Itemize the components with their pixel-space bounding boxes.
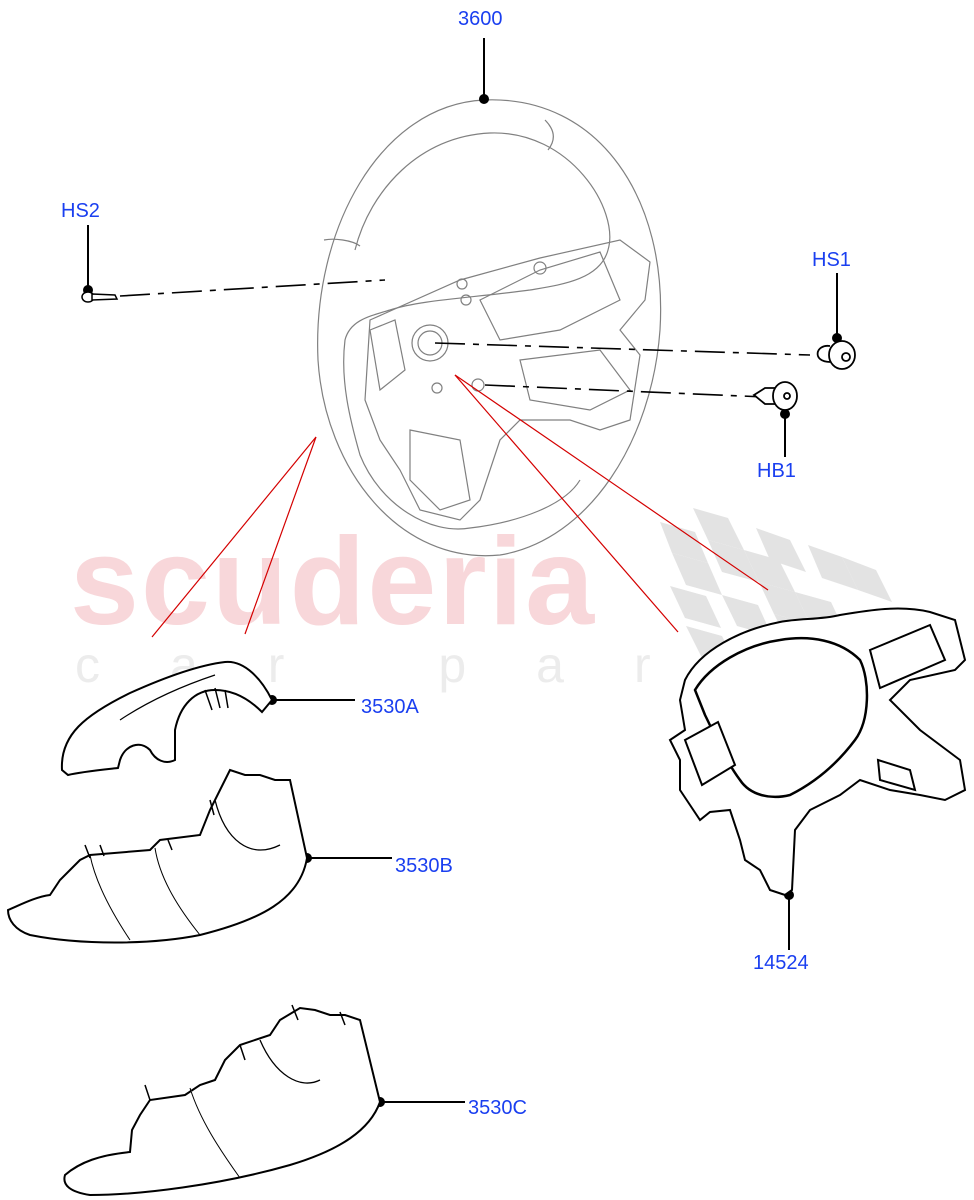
- callout-3530b[interactable]: 3530B: [395, 855, 453, 877]
- guide-lines: [151, 374, 769, 638]
- callout-hs2[interactable]: HS2: [61, 200, 100, 222]
- steering-wheel-bezel[interactable]: [668, 607, 967, 897]
- callout-3530a[interactable]: 3530A: [361, 696, 419, 718]
- screw-hs2[interactable]: [81, 291, 119, 303]
- checkered-flag-watermark: [660, 508, 892, 668]
- screw-hs1[interactable]: [816, 340, 856, 370]
- column-shroud-lower-alt[interactable]: [63, 1004, 382, 1197]
- callout-hs1[interactable]: HS1: [812, 249, 851, 271]
- callout-hb1[interactable]: HB1: [757, 460, 796, 482]
- watermark-scuderia: scuderia: [70, 513, 597, 651]
- callout-14524[interactable]: 14524: [753, 952, 809, 974]
- bolt-hb1[interactable]: [752, 381, 798, 411]
- assembly-lines: [119, 279, 811, 398]
- column-shroud-lower[interactable]: [6, 768, 309, 944]
- callout-3530c[interactable]: 3530C: [468, 1097, 527, 1119]
- steering-wheel[interactable]: [317, 99, 662, 557]
- callout-3600[interactable]: 3600: [458, 8, 503, 30]
- column-shroud-upper[interactable]: [60, 660, 274, 777]
